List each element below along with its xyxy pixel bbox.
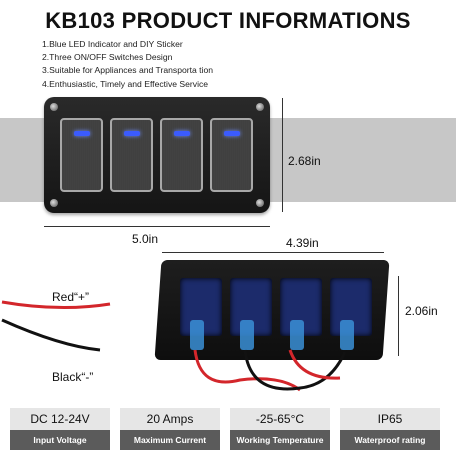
spec-value: 20 Amps (120, 408, 220, 430)
height-front-label: 2.68in (288, 154, 321, 168)
spec-value: -25-65°C (230, 408, 330, 430)
spec-label: Input Voltage (10, 430, 110, 450)
spec-input-voltage: DC 12-24V Input Voltage (10, 408, 110, 450)
screw-icon (256, 103, 264, 111)
feature-item: 1.Blue LED Indicator and DIY Sticker (42, 39, 183, 49)
rocker-switch-1 (60, 118, 103, 192)
red-wire-sample (1, 300, 111, 310)
rocker-switch-3 (160, 118, 203, 192)
led-indicator-icon (224, 131, 240, 136)
black-harness-wire (243, 349, 347, 391)
spec-label: Waterproof rating (340, 430, 440, 450)
spec-maximum-current: 20 Amps Maximum Current (120, 408, 220, 450)
feature-item: 3.Suitable for Appliances and Transporta… (42, 65, 214, 76)
spec-waterproof-rating: IP65 Waterproof rating (340, 408, 440, 450)
feature-item: 2.Three ON/OFF Switches Design (42, 52, 173, 63)
screw-icon (50, 199, 58, 207)
wire-terminal (290, 320, 304, 350)
rocker-switch-2 (110, 118, 153, 192)
width-back-label: 4.39in (286, 236, 319, 250)
spec-label: Working Temperature (230, 430, 330, 450)
width-back-dimension-line (162, 252, 384, 253)
red-wire-label: Red“+” (52, 290, 90, 304)
width-dimension-line (44, 226, 270, 227)
height-back-label: 2.06in (405, 304, 438, 318)
product-title: KB103 PRODUCT INFORMATIONS (45, 8, 411, 33)
led-indicator-icon (124, 131, 140, 136)
height-back-dimension-line (398, 276, 399, 356)
feature-list: 1.Blue LED Indicator and DIY Sticker 2.T… (42, 38, 213, 91)
red-harness-wire (193, 349, 301, 392)
wiring-illustration (1, 300, 347, 392)
wire-terminal (190, 320, 204, 350)
black-wire-sample (1, 318, 101, 352)
red-harness-wire (288, 349, 341, 380)
rocker-switch-4 (210, 118, 253, 192)
feature-item: 4.Enthusiastic, Timely and Effective Ser… (42, 78, 209, 89)
black-wire-label: Black“-” (52, 370, 94, 384)
spec-label: Maximum Current (120, 430, 220, 450)
spec-value: DC 12-24V (10, 408, 110, 430)
screw-icon (256, 199, 264, 207)
width-front-label: 5.0in (132, 232, 159, 246)
switch-panel-front (44, 97, 270, 213)
led-indicator-icon (74, 131, 90, 136)
height-dimension-line (282, 98, 283, 212)
spec-working-temperature: -25-65°C Working Temperature (230, 408, 330, 450)
screw-icon (50, 103, 58, 111)
spec-value: IP65 (340, 408, 440, 430)
spec-strip: DC 12-24V Input Voltage 20 Amps Maximum … (10, 408, 446, 450)
led-indicator-icon (174, 131, 190, 136)
wire-terminal (340, 320, 354, 350)
wire-terminal (240, 320, 254, 350)
